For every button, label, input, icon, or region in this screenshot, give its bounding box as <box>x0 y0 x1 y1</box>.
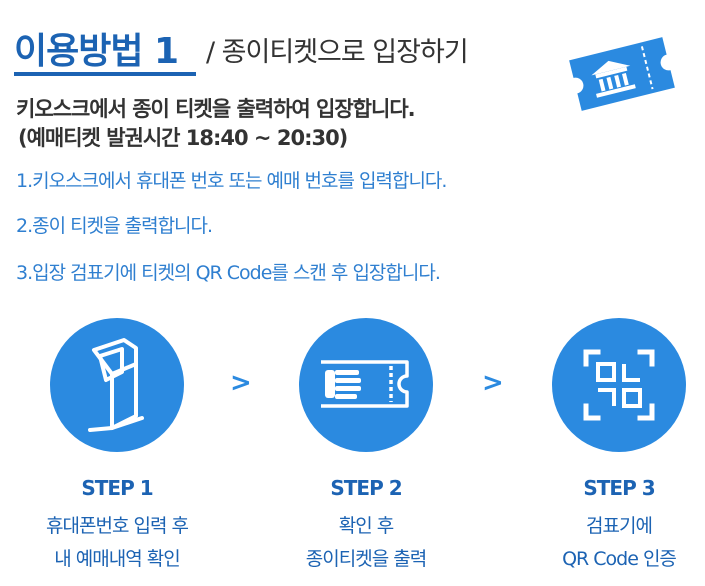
ticket-print-icon <box>321 360 409 408</box>
arrow-1: > <box>230 368 252 398</box>
page-title: 이용방법 1 <box>14 31 179 72</box>
step-3-line-2: QR Code 인증 <box>562 548 677 570</box>
step-2-line-2: 종이티켓을 출력 <box>305 548 427 570</box>
instruction-1: 1.키오스크에서 휴대폰 번호 또는 예매 번호를 입력합니다. <box>16 170 447 192</box>
step-2-label: STEP 2 <box>330 476 402 500</box>
step-1-circle <box>50 318 184 452</box>
description-line-2: (예매티켓 발권시간 18:40 ~ 20:30) <box>18 126 348 150</box>
qr-scan-icon <box>583 349 655 421</box>
kiosk-icon <box>88 338 144 432</box>
step-3-label: STEP 3 <box>583 476 655 500</box>
step-2-line-1: 확인 후 <box>338 515 394 537</box>
step-1-label: STEP 1 <box>81 476 153 500</box>
step-3-circle <box>552 318 686 452</box>
page-subtitle: / 종이티켓으로 입장하기 <box>206 37 469 68</box>
step-3-line-1: 검표기에 <box>586 515 653 537</box>
step-1-line-2: 내 예매내역 확인 <box>54 548 180 570</box>
instruction-3: 3.입장 검표기에 티켓의 QR Code를 스캔 후 입장합니다. <box>16 262 441 284</box>
arrow-2: > <box>482 368 504 398</box>
instruction-2: 2.종이 티켓을 출력합니다. <box>16 215 213 237</box>
step-2-circle <box>299 318 433 452</box>
title-underline <box>14 72 196 76</box>
description-line-1: 키오스크에서 종이 티켓을 출력하여 입장합니다. <box>16 97 416 121</box>
ticket-palace-icon <box>562 34 682 118</box>
step-1-line-1: 휴대폰번호 입력 후 <box>46 515 189 537</box>
